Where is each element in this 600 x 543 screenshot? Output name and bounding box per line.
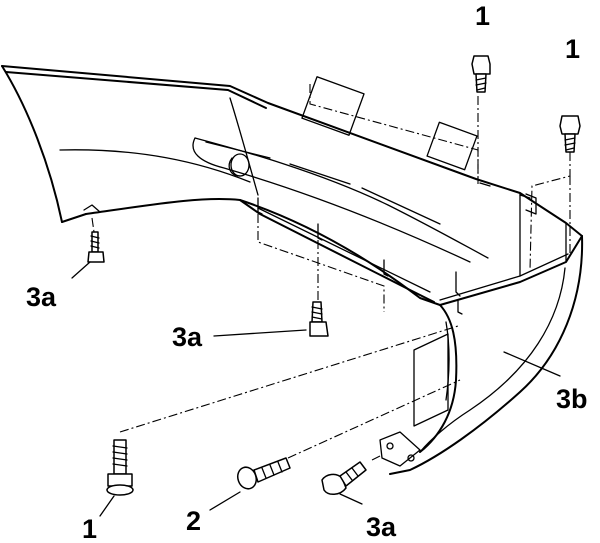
bolt-1-top <box>471 55 491 93</box>
bolt-1-right <box>559 115 581 153</box>
screw-3a-center <box>309 301 329 337</box>
callout-bolt-top-right: 1 <box>565 34 580 64</box>
callout-bolt-bottom: 1 <box>82 514 97 543</box>
bolt-2 <box>236 457 291 490</box>
bolt-1-bottom <box>106 439 134 496</box>
callout-screw-center: 3a <box>172 322 203 352</box>
assembly-guide-lines <box>91 84 571 461</box>
callout-bumper-cover: 3b <box>556 384 588 414</box>
leader-lines <box>71 261 561 517</box>
callout-screw-left: 3a <box>26 282 57 312</box>
callout-bolt-side: 2 <box>186 506 201 536</box>
callout-screw-bottom: 3a <box>366 512 397 542</box>
screw-3a-bottom <box>321 461 367 495</box>
callout-bolt-top-left: 1 <box>475 1 490 31</box>
screw-3a-left <box>87 231 105 263</box>
rear-bumper-cover <box>1 65 584 475</box>
